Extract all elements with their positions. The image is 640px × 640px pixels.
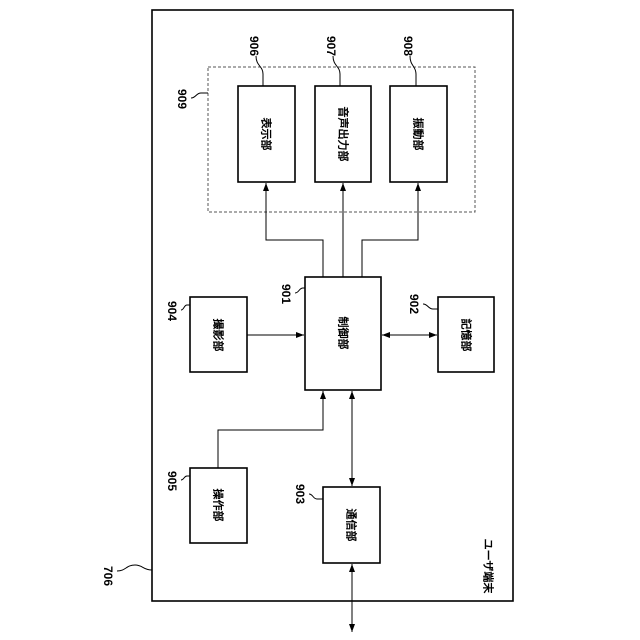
camera-ref: 904: [165, 301, 179, 321]
audio-output-label: 音声出力部: [337, 107, 351, 162]
operation-ref: 905: [165, 471, 179, 491]
output-group-leader: [191, 93, 208, 98]
control-ref: 901: [279, 284, 293, 304]
output-group-ref: 909: [175, 89, 189, 109]
camera-leader: [181, 305, 190, 310]
communication-label: 通信部: [345, 509, 359, 542]
operation-leader: [181, 476, 190, 480]
vibration-leader: [410, 56, 416, 86]
display-leader: [256, 56, 263, 86]
storage-leader: [423, 304, 438, 309]
display-label: 表示部: [260, 117, 274, 151]
operation-label: 操作部: [212, 489, 226, 522]
display-ref: 906: [247, 36, 261, 56]
terminal-leader: [117, 565, 152, 571]
control-label: 制御部: [337, 317, 351, 350]
communication-ref: 903: [293, 484, 307, 504]
communication-leader: [309, 494, 323, 499]
audio-output-leader: [333, 56, 340, 86]
camera-label: 撮影部: [212, 319, 226, 352]
vibration-label: 振動部: [412, 118, 426, 151]
terminal-ref: 706: [101, 566, 115, 586]
storage-ref: 902: [407, 294, 421, 314]
terminal-title: ユーザ端末: [482, 539, 496, 595]
vibration-ref: 908: [401, 36, 415, 56]
arrow-control-to-display: [266, 183, 323, 277]
control-leader: [295, 288, 305, 293]
audio-output-ref: 907: [324, 36, 338, 56]
arrow-control-to-vibration: [362, 183, 418, 277]
storage-label: 記憶部: [460, 319, 474, 352]
arrow-operation-to-control: [218, 391, 323, 468]
